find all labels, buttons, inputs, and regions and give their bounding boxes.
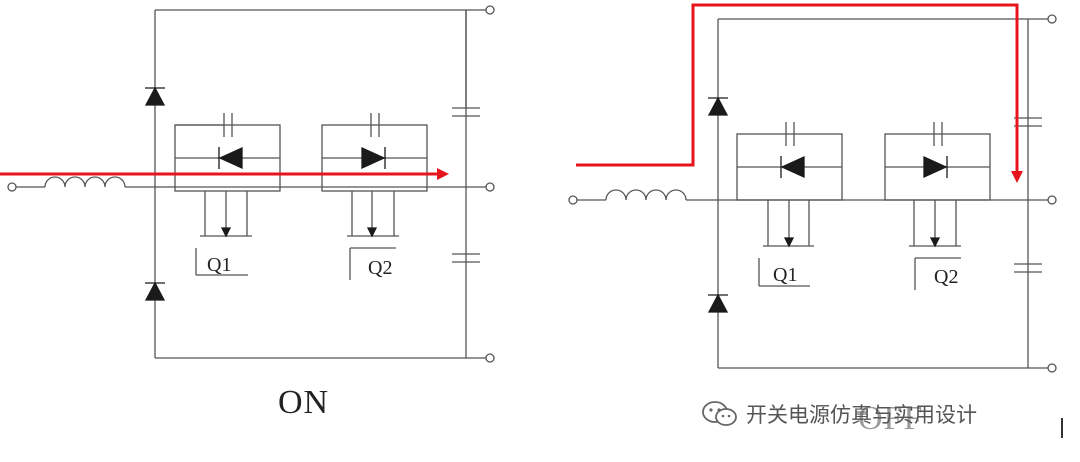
watermark-text: 开关电源仿真与实用设计: [746, 403, 977, 427]
text-cursor: [1061, 418, 1063, 438]
wechat-icon: [702, 401, 737, 426]
left-circuit: [7, 5, 495, 363]
left-q2-label: Q2: [368, 257, 392, 279]
right-current-arrow: [576, 3, 1023, 183]
watermark: 开关电源仿真与实用设计: [700, 396, 977, 432]
right-q2-label: Q2: [934, 266, 958, 288]
left-q1-label: Q1: [207, 254, 231, 276]
left-diodes: [144, 86, 386, 301]
right-diodes: [707, 96, 948, 313]
on-caption: ON: [278, 384, 330, 421]
right-q1-label: Q1: [773, 264, 797, 286]
right-circuit: [568, 14, 1057, 373]
